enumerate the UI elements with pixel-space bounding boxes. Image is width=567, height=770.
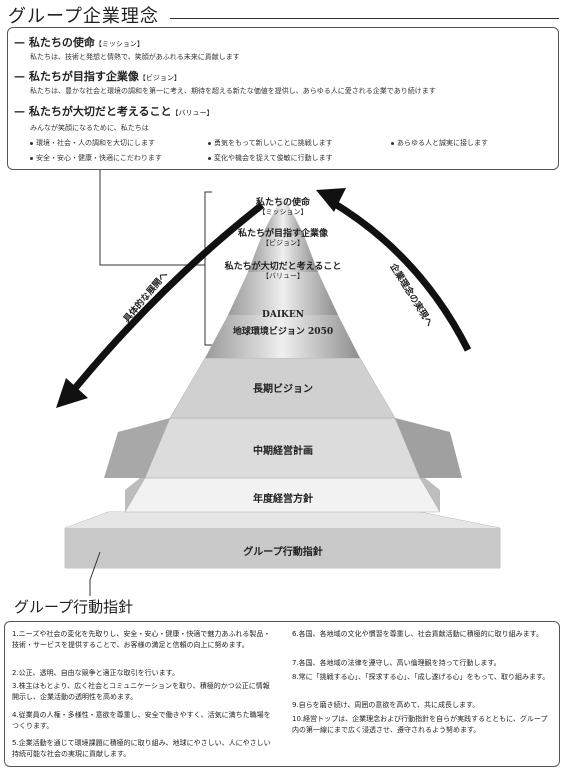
mission-heading: — 私たちの使命【ミッション】	[14, 34, 144, 50]
code-item: 2.公正、透明、自由な競争と適正な取引を行います。	[12, 669, 179, 677]
code-item: 10.経営トップは、企業理念および行動指針を自らが実践するとともに、グループ内の…	[292, 715, 548, 734]
bullet-icon	[208, 141, 211, 145]
code-item: 7.各国、各地域の法律を遵守し、高い倫理観を持って行動します。	[292, 659, 501, 667]
values-heading-text: — 私たちが大切だと考えること	[14, 105, 172, 118]
right-arrow-head	[316, 188, 346, 212]
code-item: 3.株主はもとより、広く社会とコミュニケーションを取り、積極的かつ公正に情報開示…	[12, 682, 270, 701]
bullet-icon	[208, 156, 211, 160]
pyramid-group-code-label: グループ行動指針	[243, 547, 323, 558]
code-item: 1.ニーズや社会の変化を先取りし、安全・安心・健康・快適で魅力あふれる製品・技術…	[12, 630, 271, 649]
bullet-icon	[30, 156, 33, 160]
code-item: 4.従業員の人権・多様性・意欲を尊重し、安全で働きやすく、活気に満ちた職場をつく…	[12, 711, 271, 730]
values-intro: みんなが笑顔になるために、私たちは	[30, 124, 149, 132]
code-of-conduct-title: グループ行動指針	[14, 598, 134, 616]
vision-tag: 【ビジョン】	[138, 74, 181, 82]
values-tag: 【バリュー】	[171, 109, 214, 117]
mission-description: 私たちは、技術と発想と情熱で、笑顔があふれる未来に貢献します	[30, 53, 240, 61]
left-arrow-head	[56, 378, 88, 408]
mission-tag: 【ミッション】	[94, 40, 144, 48]
env-vision-tier	[205, 315, 360, 358]
pyramid-mission-label: 私たちの使命	[255, 198, 311, 208]
base-front	[65, 528, 500, 568]
vision-description: 私たちは、豊かな社会と環境の調和を第一に考え、期待を超える新たな価値を提供し、あ…	[30, 87, 436, 95]
value-item: あらゆる人と誠実に接します	[391, 138, 488, 148]
code-item: 8.常に「挑戦する心」、「探求する心」、「成し遂げる心」をもって、取り組みます。	[292, 673, 550, 681]
vision-heading-text: — 私たちが目指す企業像	[14, 70, 139, 83]
value-item: 安全・安心・健康・快適にこだわります	[30, 153, 162, 163]
mission-heading-text: — 私たちの使命	[14, 36, 95, 49]
pyramid-mission-tag: 【ミッション】	[258, 208, 308, 216]
left-arrow-line	[69, 202, 265, 395]
mid-left-shade	[104, 418, 170, 478]
vision-heading: — 私たちが目指す企業像【ビジョン】	[14, 68, 181, 84]
values-tier	[228, 272, 338, 315]
code-item: 5.企業活動を通じて環境課題に積極的に取り組み、地球にやさしい、人にやさしい持続…	[12, 739, 271, 758]
pyramid-diagram	[56, 170, 501, 596]
value-item: 勇気をもって新しいことに挑戦します	[208, 138, 333, 148]
pyramid-vision-label: 私たちが目指す企業像	[237, 229, 329, 239]
value-item: 変化や機会を捉えて俊敏に行動します	[208, 153, 333, 163]
value-item: 環境・社会・人の調和を大切にします	[30, 138, 155, 148]
pyramid-long-term-label: 長期ビジョン	[253, 384, 313, 395]
bullet-icon	[391, 141, 394, 145]
bracket	[204, 191, 212, 346]
right-arrow-line	[330, 199, 472, 352]
code-of-conduct-box	[4, 621, 560, 767]
page-title: グループ企業理念	[8, 6, 159, 27]
pyramid-values-tag: 【バリュー】	[262, 272, 304, 280]
title-rule	[170, 18, 559, 19]
base-top	[65, 512, 500, 528]
pointer-line	[89, 551, 101, 596]
bullet-icon	[30, 141, 33, 145]
code-item: 6.各国、各地域の文化や慣習を尊重し、社会貢献活動に積極的に取り組みます。	[292, 630, 543, 638]
pyramid-values-label: 私たちが大切だと考えること	[224, 262, 342, 272]
code-item: 9.自らを磨き続け、周囲の意欲を高めて、共に成長します。	[292, 701, 480, 709]
mid-right-shade	[395, 418, 462, 478]
pyramid-env-vision-label-1: DAIKEN	[262, 310, 304, 320]
pyramid-env-vision-label-2: 地球環境ビジョン 2050	[232, 327, 334, 337]
philosophy-box	[7, 27, 559, 170]
values-heading: — 私たちが大切だと考えること【バリュー】	[14, 103, 214, 119]
pyramid-annual-label: 年度経営方針	[253, 494, 313, 505]
connector-line	[99, 170, 205, 266]
pyramid-vision-tag: 【ビジョン】	[262, 239, 304, 247]
mission-tier	[262, 195, 304, 235]
vision-tier	[248, 235, 318, 272]
pyramid-mid-term-label: 中期経営計画	[253, 446, 313, 457]
